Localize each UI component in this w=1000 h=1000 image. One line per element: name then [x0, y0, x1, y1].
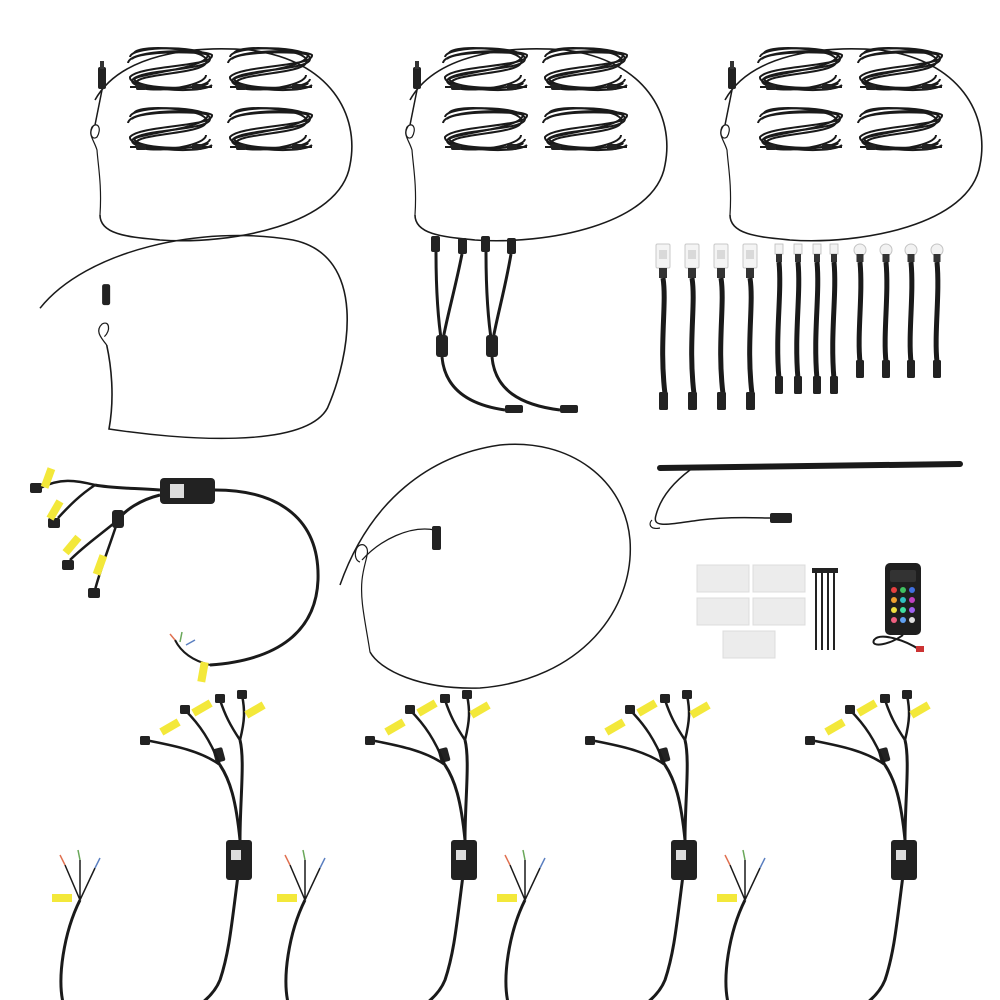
- cable-ties: [812, 568, 838, 650]
- harness-4: [717, 690, 931, 1000]
- main-controller-harness: [30, 467, 320, 683]
- single-loop-cable: [339, 443, 632, 689]
- y-splitter-cables: [431, 236, 578, 413]
- harness-3: [497, 690, 711, 1000]
- coil-kit-1: [89, 47, 353, 242]
- light-strip: [649, 461, 963, 529]
- remote-control: [872, 563, 924, 652]
- extension-loop-cable: [39, 234, 348, 440]
- adhesive-pads: [696, 564, 806, 659]
- harness-2: [277, 690, 491, 1000]
- coil-kit-3: [719, 47, 983, 242]
- led-pod-set: [656, 244, 943, 410]
- harness-1: [52, 690, 266, 1000]
- coil-kit-2: [404, 47, 668, 242]
